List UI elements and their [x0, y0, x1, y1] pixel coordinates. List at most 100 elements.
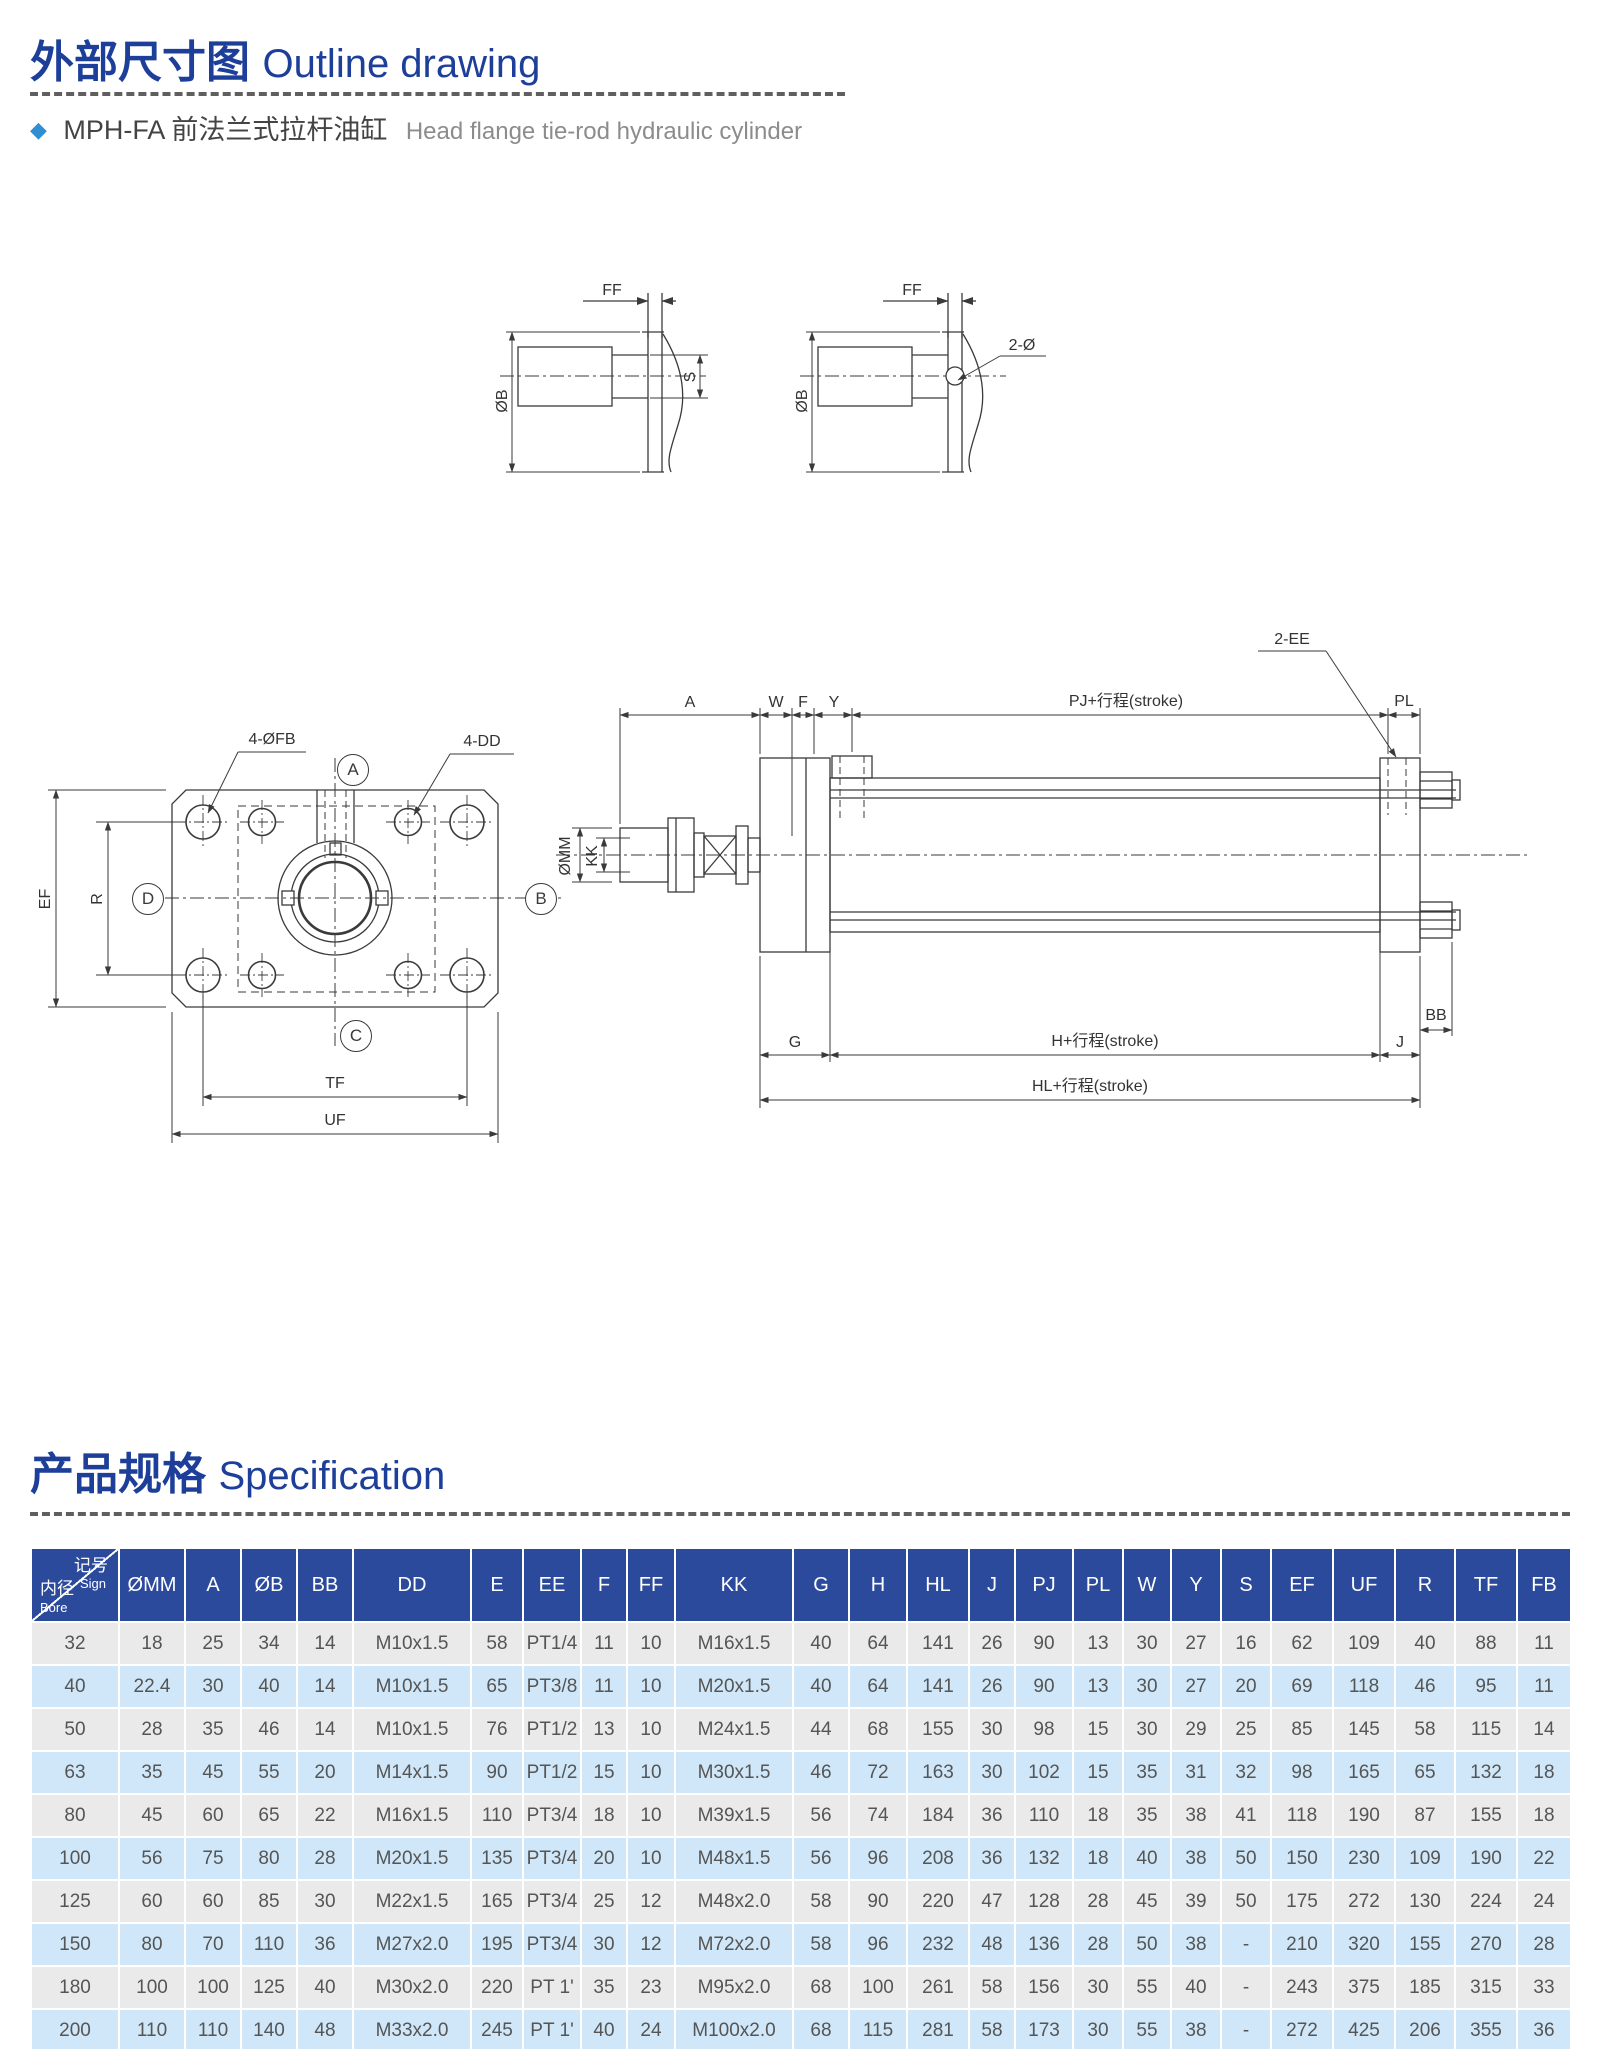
- spec-cell: 50: [1220, 1836, 1272, 1881]
- spec-cell: 208: [906, 1836, 970, 1881]
- spec-cell: 150: [1270, 1836, 1334, 1881]
- section1-divider: [30, 92, 845, 96]
- spec-cell: 47: [968, 1879, 1016, 1924]
- spec-cell: 141: [906, 1664, 970, 1709]
- dim-label-4fb: 4-ØFB: [248, 731, 296, 748]
- spec-cell: 56: [792, 1793, 850, 1838]
- spec-cell: 58: [470, 1621, 524, 1666]
- spec-cell: 190: [1332, 1793, 1396, 1838]
- spec-cell: 30: [1122, 1621, 1172, 1666]
- spec-cell: 40: [1122, 1836, 1172, 1881]
- spec-cell: 27: [1170, 1621, 1222, 1666]
- col-header: F: [580, 1547, 628, 1623]
- dim-label-g: G: [788, 1034, 802, 1051]
- spec-cell: 40: [1170, 1965, 1222, 2010]
- spec-cell: 109: [1332, 1621, 1396, 1666]
- spec-cell: 245: [470, 2008, 524, 2049]
- spec-cell: 64: [848, 1664, 908, 1709]
- col-header: G: [792, 1547, 850, 1623]
- dim-label-f: F: [798, 694, 808, 711]
- col-header: EE: [522, 1547, 582, 1623]
- dim-label-hl: HL+行程(stroke): [1031, 1078, 1149, 1095]
- spec-cell: 141: [906, 1621, 970, 1666]
- col-header: EF: [1270, 1547, 1334, 1623]
- spec-cell: M16x1.5: [674, 1621, 794, 1666]
- spec-cell: 30: [968, 1750, 1016, 1795]
- spec-cell: 40: [580, 2008, 628, 2049]
- spec-cell: 15: [1072, 1750, 1124, 1795]
- product-name-en: Head flange tie-rod hydraulic cylinder: [405, 118, 803, 145]
- spec-cell: PT3/4: [522, 1836, 582, 1881]
- detail-drawing-1: [500, 293, 708, 473]
- spec-cell: 36: [1516, 2008, 1572, 2049]
- spec-cell: 13: [1072, 1621, 1124, 1666]
- spec-cell: PT1/2: [522, 1707, 582, 1752]
- col-header: J: [968, 1547, 1016, 1623]
- spec-cell: 10: [626, 1621, 676, 1666]
- dim-label-4dd: 4-DD: [463, 733, 501, 750]
- col-header: HL: [906, 1547, 970, 1623]
- spec-cell: 18: [580, 1793, 628, 1838]
- spec-cell: 173: [1014, 2008, 1074, 2049]
- spec-cell: 220: [906, 1879, 970, 1924]
- detail-drawing-2: [800, 293, 1046, 473]
- spec-cell: 135: [470, 1836, 524, 1881]
- spec-cell: 175: [1270, 1879, 1334, 1924]
- spec-cell: 155: [1394, 1922, 1456, 1967]
- spec-cell: 75: [184, 1836, 242, 1881]
- spec-cell: 41: [1220, 1793, 1272, 1838]
- dim-label-a: A: [684, 694, 696, 711]
- bore-cell: 150: [30, 1922, 120, 1967]
- spec-cell: 30: [1072, 1965, 1124, 2010]
- col-header: ØB: [240, 1547, 298, 1623]
- spec-cell: 28: [1072, 1922, 1124, 1967]
- front-view: [48, 751, 562, 1143]
- spec-cell: 11: [1516, 1621, 1572, 1666]
- spec-cell: 36: [968, 1793, 1016, 1838]
- spec-cell: 15: [580, 1750, 628, 1795]
- spec-cell: 87: [1394, 1793, 1456, 1838]
- spec-cell: 58: [1394, 1707, 1456, 1752]
- spec-cell: 29: [1170, 1707, 1222, 1752]
- spec-cell: 23: [626, 1965, 676, 2010]
- spec-cell: 210: [1270, 1922, 1334, 1967]
- spec-cell: M20x1.5: [352, 1836, 472, 1881]
- spec-cell: 35: [1122, 1750, 1172, 1795]
- spec-cell: 28: [1072, 1879, 1124, 1924]
- spec-cell: 35: [1122, 1793, 1172, 1838]
- spec-cell: 165: [470, 1879, 524, 1924]
- datum-circle-a: A: [337, 754, 369, 786]
- spec-cell: 110: [118, 2008, 186, 2049]
- spec-cell: 110: [240, 1922, 298, 1967]
- spec-cell: 155: [1454, 1793, 1518, 1838]
- spec-cell: 11: [580, 1664, 628, 1709]
- spec-cell: PT 1': [522, 2008, 582, 2049]
- spec-cell: M95x2.0: [674, 1965, 794, 2010]
- spec-cell: 40: [296, 1965, 354, 2010]
- spec-cell: 46: [240, 1707, 298, 1752]
- col-header: A: [184, 1547, 242, 1623]
- spec-cell: 26: [968, 1664, 1016, 1709]
- spec-cell: 12: [626, 1879, 676, 1924]
- spec-cell: 45: [118, 1793, 186, 1838]
- spec-cell: 96: [848, 1922, 908, 1967]
- spec-cell: 206: [1394, 2008, 1456, 2049]
- spec-cell: 46: [1394, 1664, 1456, 1709]
- spec-cell: 98: [1270, 1750, 1334, 1795]
- spec-cell: 35: [580, 1965, 628, 2010]
- dim-label-uf: UF: [324, 1112, 346, 1129]
- spec-cell: 58: [968, 1965, 1016, 2010]
- spec-cell: 30: [1122, 1664, 1172, 1709]
- spec-cell: 110: [470, 1793, 524, 1838]
- diamond-bullet-icon: ◆: [30, 117, 47, 142]
- corner-sign-zh: 记号: [74, 1556, 108, 1575]
- spec-cell: 118: [1332, 1664, 1396, 1709]
- dim-label-pl: PL: [1394, 693, 1414, 710]
- spec-cell: 14: [1516, 1707, 1572, 1752]
- spec-cell: 102: [1014, 1750, 1074, 1795]
